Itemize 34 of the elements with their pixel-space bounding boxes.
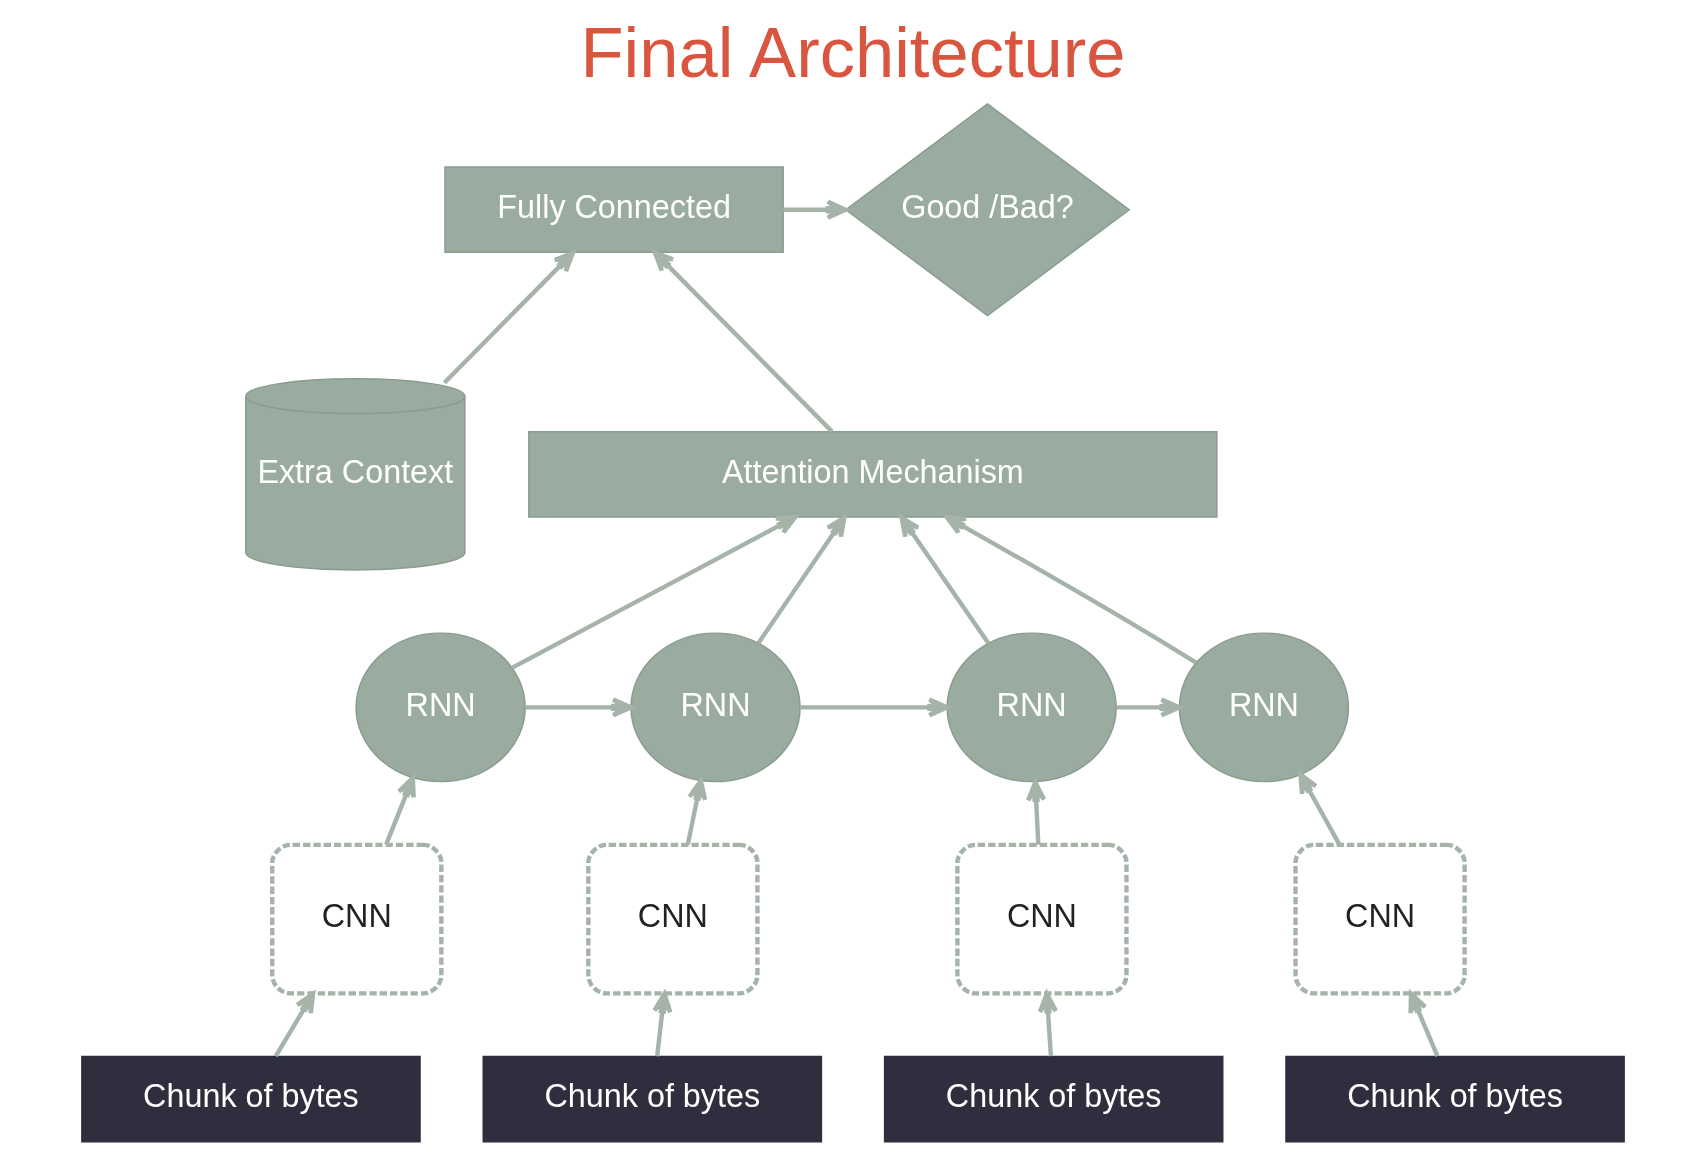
node-box: CNN (270, 842, 444, 996)
node-box: Chunk of bytes (81, 1055, 421, 1143)
arrow (511, 514, 798, 670)
arrow (899, 515, 991, 645)
arrow (1298, 772, 1342, 846)
node-box: Fully Connected (444, 166, 784, 254)
node-box: CNN (1293, 842, 1467, 996)
arrow (1037, 991, 1059, 1057)
node-box: Chunk of bytes (482, 1055, 823, 1143)
arrow (273, 991, 316, 1058)
arrow (652, 991, 673, 1057)
node-ellipse: RNN (946, 632, 1117, 783)
arrow (1116, 697, 1182, 718)
arrow (652, 250, 834, 433)
node-ellipse: RNN (630, 632, 801, 783)
node-box: CNN (955, 842, 1129, 996)
node-box: CNN (586, 842, 760, 996)
diagram-title: Final Architecture (580, 12, 1126, 92)
arrow (944, 514, 1198, 665)
node-box: Chunk of bytes (1285, 1055, 1625, 1143)
arrow (756, 515, 847, 645)
arrow (783, 199, 848, 220)
arrow (800, 697, 950, 718)
arrow (525, 697, 634, 718)
arrow (384, 775, 416, 846)
arrow (685, 778, 708, 846)
arrow (1408, 991, 1440, 1058)
node-diamond: Good /Bad? (844, 102, 1131, 317)
node-box: Chunk of bytes (883, 1055, 1224, 1143)
arrow (442, 250, 575, 385)
arrow (1026, 779, 1047, 845)
node-ellipse: RNN (355, 632, 526, 783)
node-ellipse: RNN (1178, 632, 1350, 783)
node-box: Attention Mechanism (528, 431, 1218, 518)
